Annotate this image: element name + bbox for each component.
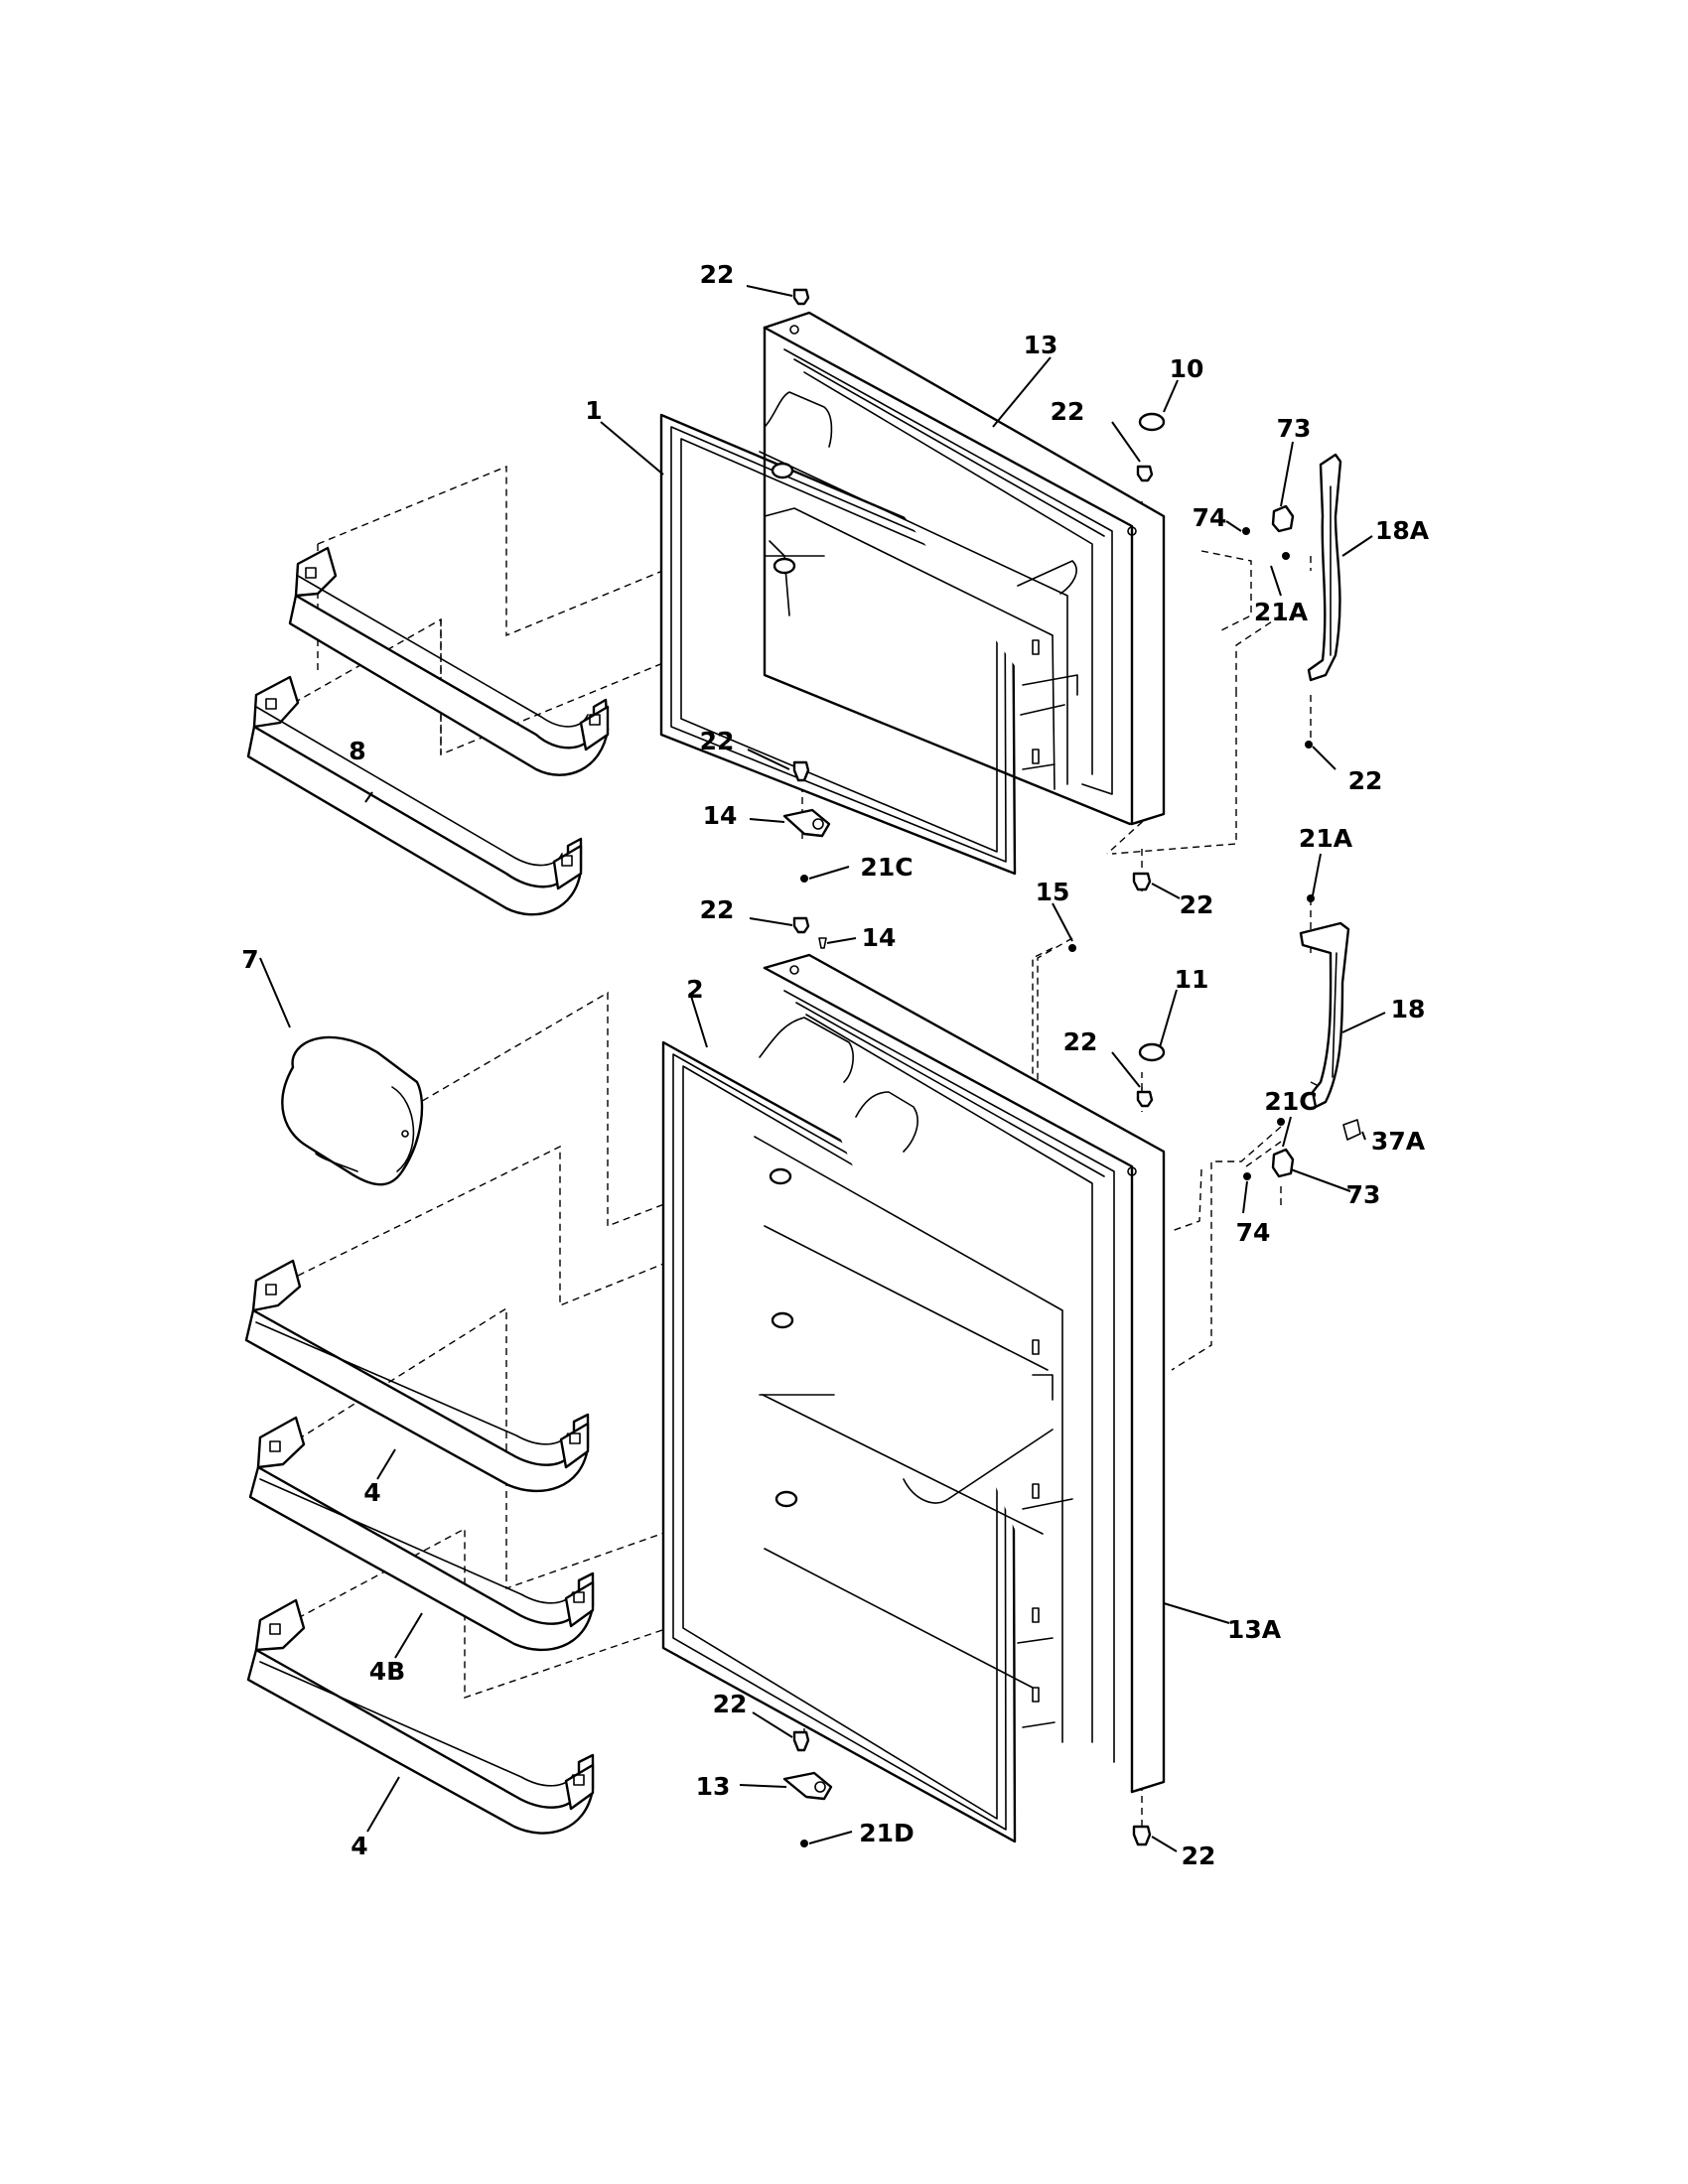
callout-37a: 37A — [1371, 1127, 1426, 1156]
callout-11: 13 — [1024, 331, 1058, 359]
callout-4b: 4B — [369, 1657, 405, 1686]
callout-21c-upper: 21C — [860, 853, 913, 882]
callout-1: 1 — [585, 396, 602, 425]
door-shelf-4b — [248, 1416, 595, 1652]
crisper-cover — [281, 1035, 424, 1186]
callout-10-fresh: 11 — [1175, 965, 1209, 994]
callout-74-upper: 74 — [1193, 503, 1227, 532]
callout-10-freezer: 10 — [1170, 354, 1204, 383]
callout-labels: 22 13 10 22 1 73 74 18A 21A 22 14 21C 22… — [241, 260, 1429, 1870]
callout-21d: 22 — [1348, 766, 1383, 795]
door-shelf-8-upper — [288, 546, 610, 776]
callout-22-freezer-hinge: 22 — [1051, 397, 1085, 426]
callout-2: 2 — [686, 975, 703, 1004]
callout-4-lower: 4 — [351, 1832, 367, 1860]
callout-21: 21A — [1299, 824, 1353, 853]
callout-18: 18 — [1391, 995, 1426, 1024]
callout-22-bottom: 22 — [1182, 1842, 1216, 1870]
callout-14-right: 15 — [1036, 878, 1070, 906]
hardware — [782, 288, 1361, 1847]
callout-21a-lower: 21C — [1264, 1087, 1317, 1116]
callout-8: 8 — [349, 737, 365, 765]
door-shelf-8-lower — [246, 675, 583, 916]
fresh-food-door — [754, 953, 1166, 1794]
callout-74-lower: 74 — [1236, 1218, 1271, 1247]
callout-22-top-fresh: 22 — [700, 895, 735, 924]
callout-4-upper: 4 — [363, 1478, 380, 1507]
callout-22-lower-freezer: 22 — [700, 727, 735, 755]
callout-22-mid: 22 — [1180, 890, 1214, 919]
callout-73-lower: 73 — [1346, 1180, 1381, 1209]
callout-18a: 18A — [1375, 516, 1430, 545]
door-shelf-4-lower — [246, 1598, 595, 1835]
callout-13-bottom: 13 — [696, 1772, 731, 1801]
callout-22-top-freezer: 22 — [700, 260, 735, 289]
callout-22-bottom-hinge: 22 — [713, 1690, 748, 1718]
leader-lines — [259, 285, 1386, 1852]
callout-15: 13A — [1227, 1615, 1282, 1644]
freezer-door — [759, 311, 1166, 826]
callout-13a: 14 — [703, 801, 738, 830]
callout-22-fresh-hinge: 22 — [1063, 1027, 1098, 1056]
callout-21c-lower: 21D — [859, 1819, 914, 1847]
callout-7: 7 — [241, 945, 258, 974]
door-shelf-4-upper — [244, 1259, 590, 1493]
callout-73-upper: 73 — [1277, 414, 1312, 443]
callout-14-left: 14 — [862, 923, 897, 952]
callout-21a-upper: 21A — [1254, 598, 1309, 626]
